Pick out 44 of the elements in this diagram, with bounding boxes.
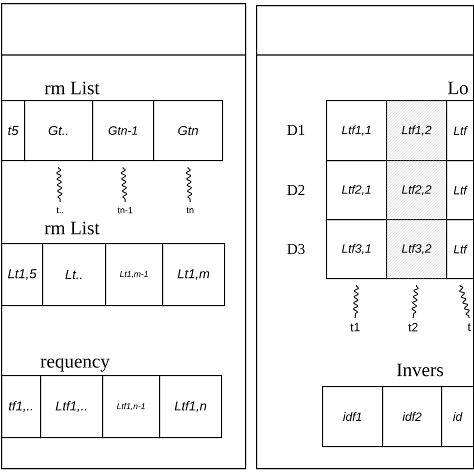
table-cell: Ltf1,.. [40, 375, 104, 438]
term-label: t2 [408, 322, 418, 332]
row-label: D3 [287, 244, 305, 254]
table-cell: Gtn [153, 100, 224, 162]
table-cell: Lt1,m-1 [105, 243, 164, 306]
table-cell: Gtn-1 [92, 100, 154, 162]
table-cell: Ltf1,n-1 [102, 375, 160, 438]
section-heading: Lo [448, 82, 468, 94]
panel-frame [1, 3, 246, 470]
table-cell [386, 219, 448, 280]
table-cell: tf1,.. [1, 375, 42, 438]
term-label: tn [186, 207, 194, 214]
section-heading: Invers [396, 364, 444, 376]
table-cell [386, 160, 448, 220]
term-label: t1 [350, 323, 360, 332]
table-cell: id [441, 386, 474, 448]
row-label: D2 [287, 185, 304, 195]
table-cell: Ltf3,2 [402, 244, 432, 254]
table-cell: Ltf [446, 219, 474, 280]
section-heading: rm List [44, 222, 100, 234]
panel-frame [256, 5, 474, 470]
table-cell: t5 [1, 100, 26, 162]
row-label: D1 [287, 125, 304, 135]
table-cell: Ltf2,2 [402, 184, 432, 196]
wavy-connector [186, 166, 192, 202]
section-heading: requency [40, 358, 110, 372]
table-cell: Lt.. [42, 243, 106, 306]
wavy-connector [120, 166, 128, 202]
table-cell: Ltf [446, 160, 474, 220]
table-cell: Lt1,m [162, 243, 226, 306]
table-cell: Ltf1,2 [402, 125, 432, 136]
section-heading: rm List [44, 82, 100, 94]
table-cell [386, 100, 448, 162]
table-cell: Ltf [446, 100, 474, 162]
table-cell: Lt1,5 [1, 243, 44, 306]
wavy-connector [56, 166, 62, 202]
term-label: t [468, 323, 471, 332]
term-label: t.. [56, 207, 64, 214]
term-label: tn-1 [118, 207, 133, 214]
table-cell: idf2 [382, 386, 442, 448]
table-cell: Gt.. [24, 100, 94, 162]
table-cell: Ltf1,n [159, 375, 222, 438]
wavy-connector [353, 284, 359, 318]
table-cell: idf1 [322, 386, 384, 448]
